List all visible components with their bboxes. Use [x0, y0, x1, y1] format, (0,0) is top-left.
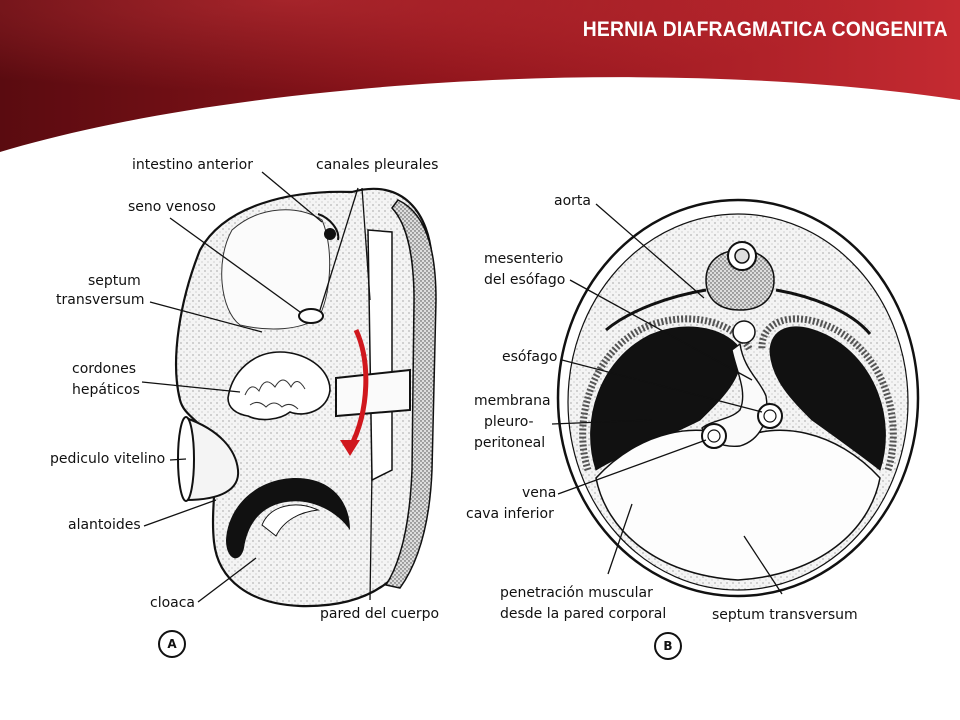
spinal-cord-core — [734, 248, 750, 264]
pleural-canal-band — [367, 229, 393, 482]
label-seno-venoso: seno venoso — [128, 199, 216, 215]
cloaca — [226, 478, 350, 559]
rib-right — [775, 288, 872, 335]
label-hepaticos: hepáticos — [72, 382, 140, 398]
label-cordones: cordones — [72, 361, 137, 377]
label-vena: vena — [522, 485, 557, 501]
label-septum-transversum: septum transversum — [712, 607, 858, 623]
label-mesenterio: mesenterio — [484, 251, 564, 267]
header-banner — [0, 0, 960, 152]
vertebra-body — [705, 249, 775, 311]
body-wall — [384, 199, 437, 589]
pleural-cavity-right — [769, 326, 886, 471]
label-pediculo-vitelino: pediculo vitelino — [50, 451, 166, 467]
label-canales-pleurales: canales pleurales — [316, 157, 439, 173]
label-membrana: membrana — [474, 393, 551, 409]
label-transversum: transversum — [56, 292, 145, 308]
banner-highlight — [0, 0, 960, 152]
label-desde-la-pared-corporal: desde la pared corporal — [500, 606, 667, 622]
aorta-vessel — [732, 320, 756, 344]
sinus-venosus — [298, 308, 324, 324]
label-pared-del-cuerpo: pared del cuerpo — [320, 606, 440, 622]
panel-b-marker: B — [654, 632, 682, 660]
label-septum: septum — [88, 273, 141, 289]
label-pleuro: pleuro- — [484, 414, 534, 430]
label-esofago: esófago — [502, 349, 558, 365]
pleura-hatch-right — [758, 315, 897, 472]
septum-bar — [335, 368, 411, 418]
foregut-lumen — [324, 228, 336, 240]
label-alantoides: alantoides — [68, 517, 141, 533]
label-aorta: aorta — [554, 193, 591, 209]
leader-lines-a — [141, 171, 373, 603]
pleura-hatch-left — [579, 315, 754, 472]
rib-left — [605, 288, 707, 332]
label-del-esofago: del esófago — [484, 272, 566, 288]
vitelline-stalk — [185, 417, 240, 501]
allantois — [261, 504, 320, 537]
leader-lines-b — [551, 203, 783, 595]
foregut — [317, 213, 340, 241]
label-cava-inferior: cava inferior — [466, 506, 554, 522]
red-arrow-head — [340, 440, 360, 456]
hepatic-cords-detail — [244, 379, 306, 410]
red-arrow — [347, 328, 369, 450]
slide-title: HERNIA DIAFRAGMATICA CONGENITA — [582, 18, 948, 41]
esophagus-inner — [763, 409, 777, 423]
label-peritoneal: peritoneal — [474, 435, 546, 451]
label-penetracion-muscular: penetración muscular — [500, 585, 653, 601]
panel-a-marker: A — [158, 630, 186, 658]
vena-cava-inner — [707, 429, 721, 443]
label-intestino-anterior: intestino anterior — [132, 157, 253, 173]
label-cloaca: cloaca — [150, 595, 196, 611]
